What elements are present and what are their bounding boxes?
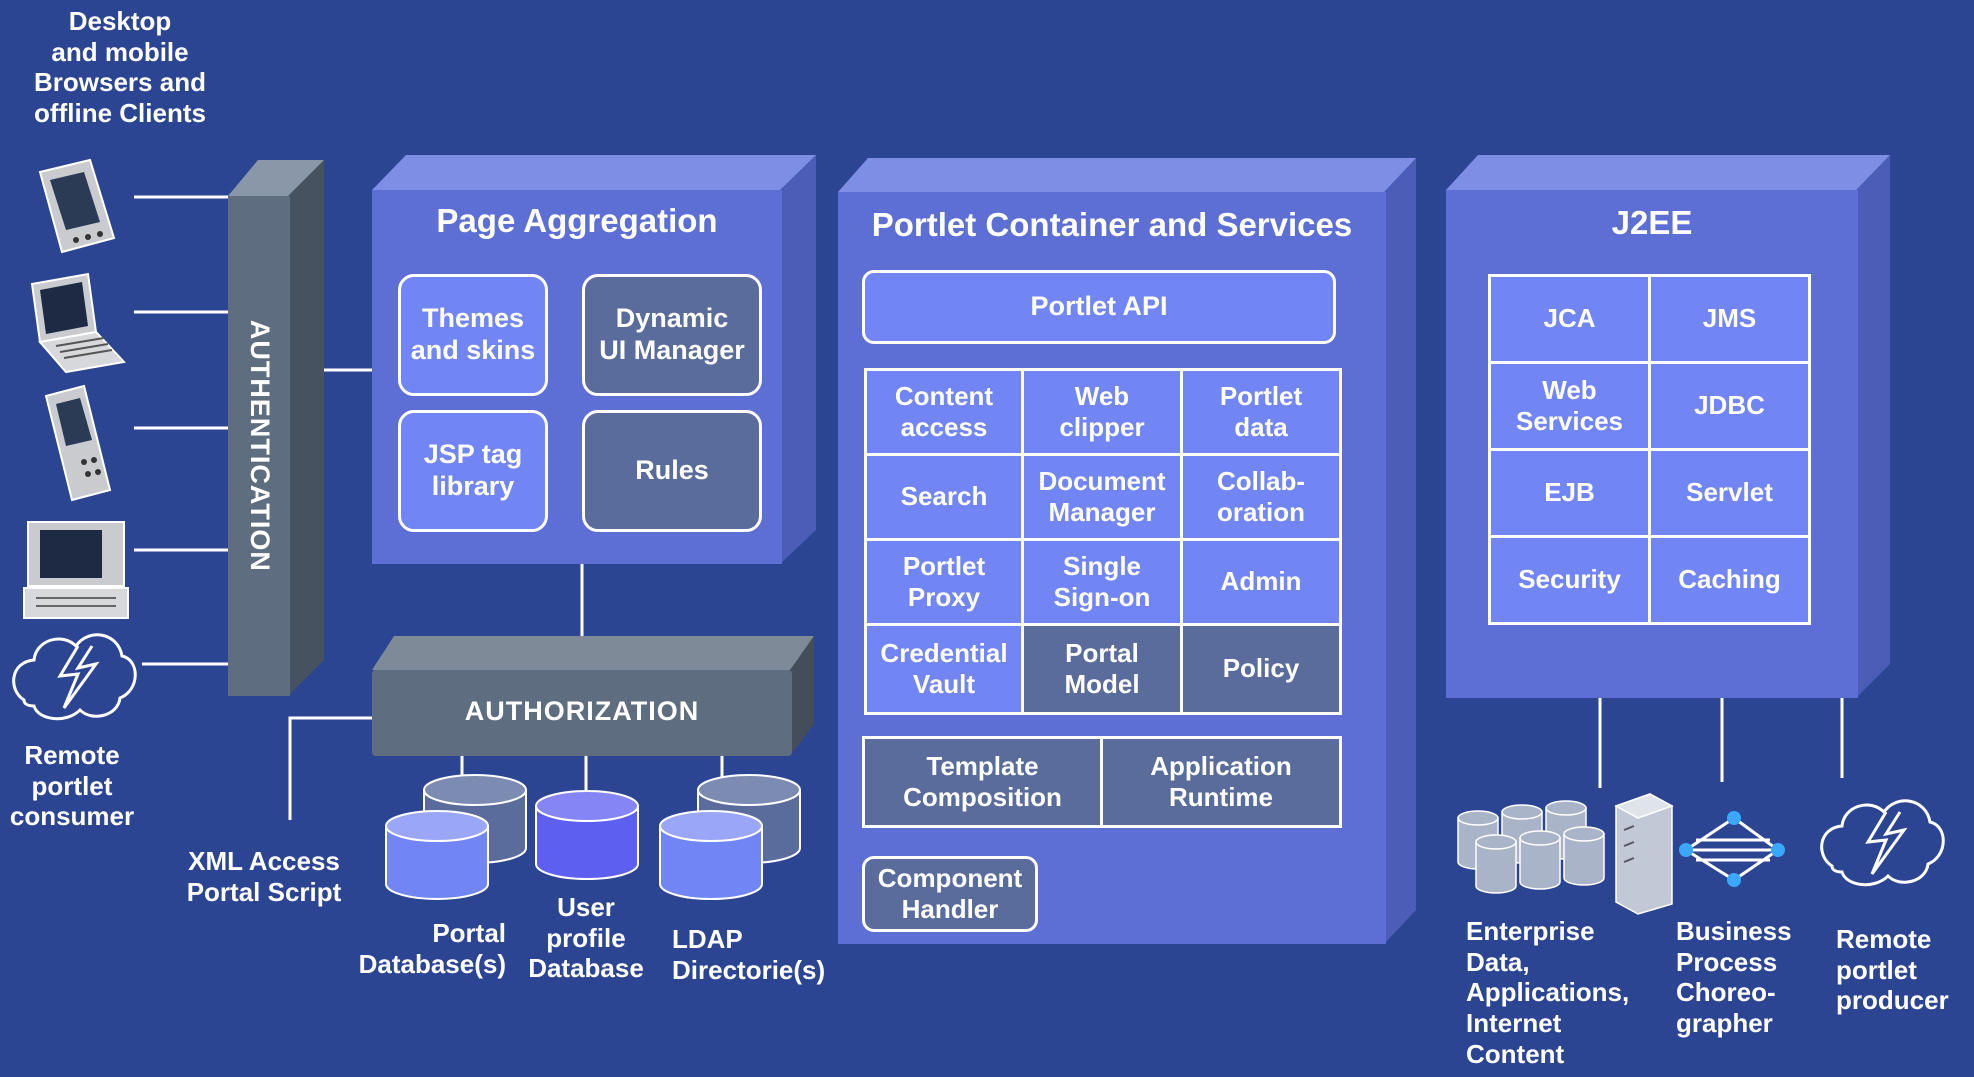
ldap-directory-icon	[659, 774, 801, 900]
dynamic-ui-manager-box[interactable]: Dynamic UI Manager	[582, 274, 762, 396]
phone-icon	[44, 384, 112, 502]
jsp-tag-library-box[interactable]: JSP tag library	[398, 410, 548, 532]
pda-icon	[38, 158, 116, 254]
jca-cell[interactable]: JCA	[1488, 274, 1651, 364]
xml-access-label: XML Access Portal Script	[186, 846, 342, 907]
clients-title: Desktop and mobile Browsers and offline …	[34, 6, 206, 129]
page-aggregation-title: Page Aggregation	[436, 202, 718, 239]
themes-and-skins-box[interactable]: Themes and skins	[398, 274, 548, 396]
ldap-directory-label: LDAP Directorie(s)	[672, 924, 826, 985]
jdbc-cell[interactable]: JDBC	[1648, 361, 1811, 451]
template-composition-cell[interactable]: Template Composition	[862, 736, 1103, 828]
enterprise-data-icon	[1457, 793, 1674, 915]
security-cell[interactable]: Security	[1488, 535, 1651, 625]
credential-vault-cell[interactable]: Credential Vault	[864, 623, 1024, 715]
remote-producer-cloud-icon	[1820, 799, 1945, 887]
business-process-label: Business Process Choreo- grapher	[1676, 916, 1792, 1039]
authorization-label: AUTHORIZATION	[464, 696, 700, 726]
remote-producer-label: Remote portlet producer	[1836, 924, 1949, 1016]
portal-database-label: Portal Database(s)	[358, 918, 506, 979]
user-profile-database-label: User profile Database	[528, 892, 644, 984]
content-access-cell[interactable]: Content access	[864, 368, 1024, 456]
authorization-bar-shape	[372, 636, 814, 756]
ejb-cell[interactable]: EJB	[1488, 448, 1651, 538]
cloud-icon	[12, 633, 137, 721]
portal-database-icon	[385, 774, 527, 900]
portal-model-cell[interactable]: Portal Model	[1021, 623, 1183, 715]
business-process-icon	[1679, 811, 1785, 887]
portlet-proxy-cell[interactable]: Portlet Proxy	[864, 538, 1024, 626]
component-handler-box[interactable]: Component Handler	[862, 856, 1038, 932]
portlet-container-title: Portlet Container and Services	[871, 206, 1353, 243]
portlet-api-box[interactable]: Portlet API	[862, 270, 1336, 344]
rules-box[interactable]: Rules	[582, 410, 762, 532]
servlet-cell[interactable]: Servlet	[1648, 448, 1811, 538]
portlet-data-cell[interactable]: Portlet data	[1180, 368, 1342, 456]
search-cell[interactable]: Search	[864, 453, 1024, 541]
authentication-label: AUTHENTICATION	[244, 319, 275, 572]
remote-consumer-label: Remote portlet consumer	[9, 740, 135, 832]
web-clipper-cell[interactable]: Web clipper	[1021, 368, 1183, 456]
enterprise-data-label: Enterprise Data, Applications, Internet …	[1466, 916, 1630, 1069]
policy-cell[interactable]: Policy	[1180, 623, 1342, 715]
caching-cell[interactable]: Caching	[1648, 535, 1811, 625]
user-profile-database-icon	[535, 790, 639, 880]
web-services-cell[interactable]: Web Services	[1488, 361, 1651, 451]
single-sign-on-cell[interactable]: Single Sign-on	[1021, 538, 1183, 626]
j2ee-title: J2EE	[1611, 204, 1693, 241]
collaboration-cell[interactable]: Collab- oration	[1180, 453, 1342, 541]
document-manager-cell[interactable]: Document Manager	[1021, 453, 1183, 541]
laptop-icon	[30, 272, 126, 374]
desktop-icon	[23, 521, 129, 619]
application-runtime-cell[interactable]: Application Runtime	[1100, 736, 1342, 828]
admin-cell[interactable]: Admin	[1180, 538, 1342, 626]
jms-cell[interactable]: JMS	[1648, 274, 1811, 364]
authentication-bar-shape	[228, 160, 324, 696]
